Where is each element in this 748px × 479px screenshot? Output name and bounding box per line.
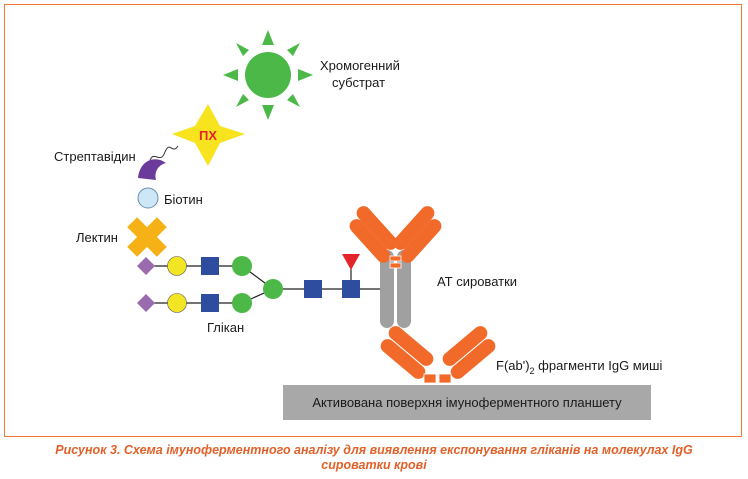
plate-surface <box>283 385 651 420</box>
glcnac-square-icon <box>201 257 219 275</box>
caption-line1: Рисунок 3. Схема імуноферментного аналіз… <box>55 443 693 457</box>
glycan-core <box>263 254 360 299</box>
figure-caption: Рисунок 3. Схема імуноферментного аналіз… <box>0 443 748 473</box>
glycan-label: Глікан <box>207 320 244 335</box>
lectin-label: Лектин <box>76 230 118 245</box>
caption-line2: сироватки крові <box>321 458 427 472</box>
fab-fragment-label: F(ab')2 фрагменти IgG миші <box>496 358 662 376</box>
lectin-icon <box>127 217 167 257</box>
glycan-lower-branch <box>137 293 252 313</box>
elisa-diagram: Хромогенний субстрат ПХ Стрептавідин Біо… <box>54 30 662 420</box>
fab-fragment-icon <box>380 326 496 384</box>
fucose-triangle-icon <box>342 254 360 270</box>
serum-antibody-icon <box>349 206 442 328</box>
glcnac-square-icon <box>342 280 360 298</box>
peroxidase-star-icon <box>172 104 245 166</box>
sialic-acid-diamond-icon <box>137 257 155 275</box>
biotin-label: Біотин <box>164 192 203 207</box>
linker-line <box>149 145 179 161</box>
streptavidin-label: Стрептавідин <box>54 149 136 164</box>
galactose-circle-icon <box>167 293 187 313</box>
galactose-circle-icon <box>167 256 187 276</box>
mannose-circle-icon <box>232 256 252 276</box>
chromogenic-substrate-icon <box>223 30 313 120</box>
serum-antibody-label: АТ сироватки <box>437 274 517 289</box>
enzyme-label: ПХ <box>199 128 217 143</box>
streptavidin-icon <box>138 159 166 180</box>
biotin-icon <box>137 187 159 209</box>
sialic-acid-diamond-icon <box>137 294 155 312</box>
glycan-upper-branch <box>137 256 252 276</box>
plate-label: Активована поверхня імуноферментного пла… <box>312 395 622 410</box>
glcnac-square-icon <box>304 280 322 298</box>
substrate-label-line1: Хромогенний <box>320 58 400 73</box>
mannose-circle-icon <box>232 293 252 313</box>
glcnac-square-icon <box>201 294 219 312</box>
substrate-label-line2: субстрат <box>332 75 385 90</box>
mannose-circle-icon <box>263 279 283 299</box>
